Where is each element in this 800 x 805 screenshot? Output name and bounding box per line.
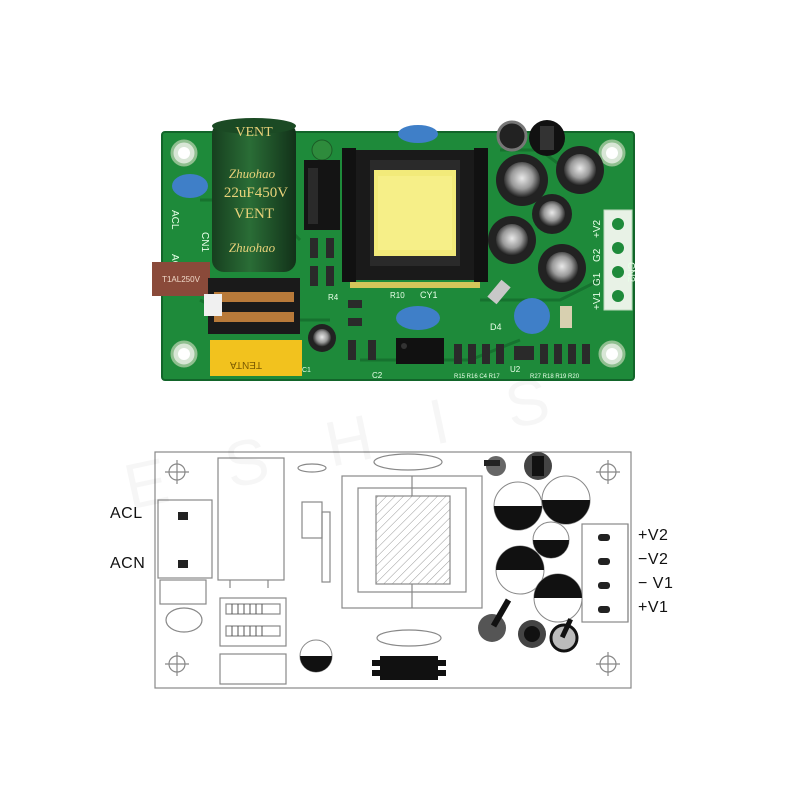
pin-label-minus-v2: −V2	[638, 551, 669, 568]
silk-label: C2	[372, 371, 383, 380]
output-capacitor	[538, 244, 586, 292]
silk-label: ACL	[169, 210, 180, 230]
silk-label: R10	[390, 291, 405, 300]
outline-diagram	[154, 451, 632, 689]
output-capacitor	[556, 146, 604, 194]
diagram-input-connector	[157, 499, 213, 579]
diagram-mounting-hole	[165, 652, 189, 676]
x-capacitor: TENTA	[210, 340, 302, 376]
silk-label: R4	[328, 293, 339, 302]
silk-label: G2	[592, 248, 603, 262]
y-capacitor	[172, 174, 208, 198]
mounting-hole	[598, 139, 626, 167]
pin-label-minus-v1: − V1	[638, 575, 674, 592]
mounting-hole	[598, 340, 626, 368]
y-capacitor	[398, 125, 438, 143]
pin-label-plus-v2: +V2	[638, 527, 669, 544]
transformer	[342, 148, 488, 288]
capacitor-label: Zhuohao	[229, 166, 276, 181]
silk-label: D4	[490, 322, 502, 332]
silk-label: CN2	[625, 262, 636, 282]
pcb-photo: VENT Zhuohao 22uF450V VENT Zhuohao	[152, 118, 636, 381]
silk-label: +V2	[592, 219, 603, 238]
output-capacitor	[532, 194, 572, 234]
diagram-filled-parts	[299, 452, 610, 680]
pin-label-acn: ACN	[110, 555, 146, 572]
pin-label-plus-v1: +V1	[638, 599, 669, 616]
diagram-mounting-hole	[596, 460, 620, 484]
y-capacitor	[396, 306, 440, 330]
capacitor-label: VENT	[235, 125, 273, 140]
silk-label: C1	[302, 367, 311, 374]
output-terminal-pads	[603, 209, 633, 311]
smd-components	[310, 238, 590, 364]
silk-label: CN1	[199, 232, 210, 252]
output-capacitor	[496, 154, 548, 206]
mounting-hole	[170, 139, 198, 167]
optocoupler	[396, 338, 444, 364]
diagram-capacitor	[541, 475, 591, 525]
fuse: T1AL250V	[152, 262, 210, 296]
diagram-capacitor	[532, 521, 570, 559]
y-capacitor	[514, 298, 550, 334]
fuse-label: T1AL250V	[162, 275, 200, 284]
x-capacitor-label: TENTA	[230, 359, 262, 370]
silk-label: R27 R18 R19 R20	[530, 374, 580, 380]
diagram-mounting-hole	[165, 460, 189, 484]
silk-label: U2	[510, 365, 521, 374]
diagram-capacitor	[495, 545, 545, 595]
mounting-hole	[170, 340, 198, 368]
bulk-capacitor: VENT Zhuohao 22uF450V VENT Zhuohao	[212, 118, 296, 272]
capacitor-label: VENT	[234, 206, 274, 222]
diagram-board-outline	[154, 451, 632, 689]
common-mode-choke	[204, 278, 300, 334]
capacitor-label: 22uF450V	[224, 185, 288, 201]
output-capacitor	[488, 216, 536, 264]
pin-label-acl: ACL	[110, 505, 143, 522]
diagram-mounting-hole	[596, 652, 620, 676]
diagram-capacitor	[533, 573, 583, 623]
diagram-capacitor	[493, 481, 543, 531]
silk-label: G1	[592, 272, 603, 286]
capacitor-label: Zhuohao	[229, 240, 276, 255]
silk-label: CY1	[420, 290, 438, 300]
silk-label: +V1	[592, 291, 603, 310]
small-capacitor	[308, 324, 336, 352]
output-inductor	[529, 120, 565, 156]
silk-label: R15 R16 C4 R17	[454, 374, 500, 380]
